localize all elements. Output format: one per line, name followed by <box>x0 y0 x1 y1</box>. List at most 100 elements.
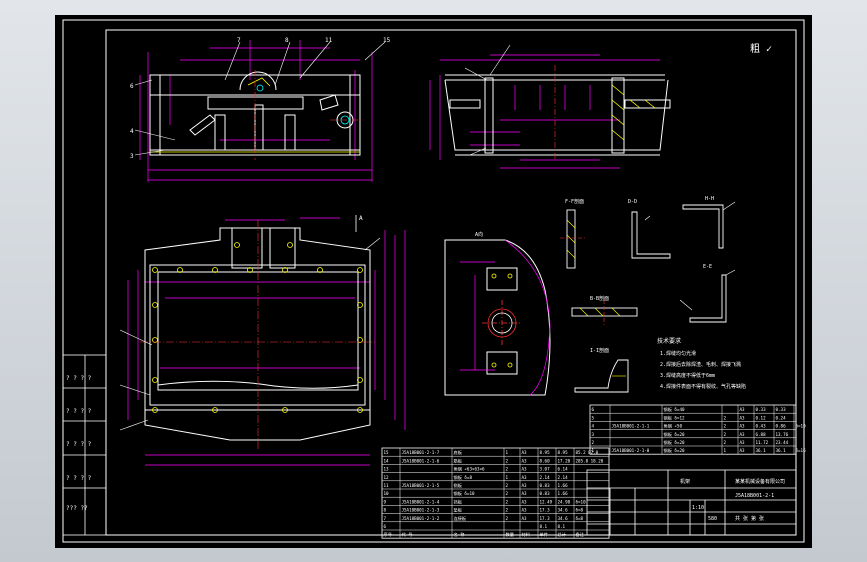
plan-view-dimensions <box>127 217 406 466</box>
table-cell: 12 <box>384 475 390 480</box>
table-cell: A3 <box>522 491 528 496</box>
table-cell: 0.33 <box>756 407 767 412</box>
table-cell: J5A18B001-2-1-2 <box>402 516 440 521</box>
section-dd: D-D <box>628 199 671 259</box>
table-cell: 14 <box>384 458 390 463</box>
title-block-text: 机架 某某机械设备有限公司 J5A18B001-2-1 1:10 共 张 第 张… <box>680 478 785 522</box>
table-cell: 底板 <box>454 449 463 456</box>
table-cell: 8 <box>384 508 387 513</box>
table-cell: J5A18B001-2-1-3 <box>402 508 440 513</box>
table-cell: 34.6 <box>558 516 569 521</box>
table-cell: 36.1 <box>756 448 767 453</box>
title-block <box>586 469 797 536</box>
table-cell: δ=8 <box>576 508 584 513</box>
table-cell: 1.66 <box>558 491 569 496</box>
table-cell: 34.6 <box>558 508 569 513</box>
table-cell: 1.66 <box>558 483 569 488</box>
table-cell: A3 <box>522 516 528 521</box>
table-cell: 备注 <box>576 531 585 538</box>
table-cell: J5A18B001-2-1-1 <box>612 424 650 429</box>
table-cell: 2.14 <box>558 475 569 480</box>
table-cell: 17.3 <box>540 516 551 521</box>
drawing-weight: 580 <box>708 516 717 522</box>
side-view-leaders <box>464 44 511 156</box>
table-cell: 侧板 <box>454 482 463 489</box>
table-cell: 36.1 <box>776 448 787 453</box>
table-cell: 连接板 <box>454 515 467 522</box>
table-cell: A3 <box>740 424 746 429</box>
section-ff: F-F剖面 <box>560 198 585 269</box>
table-cell: A3 <box>740 432 746 437</box>
section-bb: B-B剖面 <box>571 295 638 325</box>
table-cell: 钢板 δ=8 <box>454 474 473 481</box>
view-direction-a: A <box>359 215 363 222</box>
section-ii-label: I-I剖面 <box>590 347 609 354</box>
plan-view-centerlines <box>140 220 375 450</box>
table-cell: δ=10 <box>796 424 807 429</box>
table-cell: 钢板 δ=20 <box>664 439 685 446</box>
table-cell: 8.60 <box>540 458 551 463</box>
tech-notes-title: 技术要求 <box>657 337 681 345</box>
section-bb-label: B-B剖面 <box>590 295 609 302</box>
table-cell: 10 <box>384 491 390 496</box>
table-cell: 单件 <box>540 531 548 538</box>
table-cell: δ=8 <box>576 516 584 521</box>
table-border <box>381 447 610 539</box>
table-cell: 0.24 <box>776 415 787 420</box>
detail-view-holes <box>491 273 513 368</box>
table-cell: 2 <box>506 491 509 496</box>
table-cell: 0.33 <box>776 407 787 412</box>
section-ee: E-E <box>679 264 736 323</box>
left-info-labels: ? ? ? ?? ? ? ?? ? ? ?? ? ? ???? ?? <box>66 375 92 512</box>
side-view-dimensions <box>429 54 660 169</box>
company-name: 某某机械设备有限公司 <box>735 478 785 485</box>
table-cell: 2 <box>506 483 509 488</box>
left-info-label: ??? ?? <box>66 505 88 512</box>
table-cell: 3 <box>592 432 595 437</box>
table-cell: 1 <box>592 448 595 453</box>
left-info-label: ? ? ? ? <box>66 475 92 482</box>
table-cell: 2 <box>506 508 509 513</box>
table-cell: 0.83 <box>540 491 551 496</box>
detail-view-body <box>444 239 551 396</box>
table-cell: 2 <box>506 499 509 504</box>
table-cell: A3 <box>740 407 746 412</box>
front-view-centerlines <box>254 70 362 160</box>
table-cell: 0.43 <box>756 424 767 429</box>
svg-text:7: 7 <box>237 37 241 44</box>
table-cell: 1 <box>506 475 509 480</box>
table-cell: 0.12 <box>756 415 767 420</box>
drawing-scale: 1:10 <box>692 505 704 511</box>
table-cell: 17.3 <box>540 508 551 513</box>
left-info-label: ? ? ? ? <box>66 375 92 382</box>
plan-view-holes <box>152 242 363 413</box>
table-cell: 285.0 18.20 <box>576 458 604 463</box>
svg-text:11: 11 <box>325 37 333 44</box>
table-cell: J5A18B001-2-1-5 <box>402 483 440 488</box>
table-cell: 2.14 <box>540 475 551 480</box>
table-cell: A3 <box>740 448 746 453</box>
table-cell: 23.44 <box>776 440 789 445</box>
table-cell: 5 <box>592 415 595 420</box>
table-cell: 钢板 δ=12 <box>664 414 685 421</box>
table-cell: J5A18B001-2-1-7 <box>402 450 440 455</box>
drawing-number: J5A18B001-2-1 <box>735 493 774 499</box>
detail-view-dimensions <box>460 239 551 396</box>
table-cell: 8.95 <box>540 450 551 455</box>
table-cell: 12.49 <box>540 499 553 504</box>
table-cell: 2 <box>724 432 727 437</box>
table-cell: 6 <box>592 407 595 412</box>
table-cell: 角钢 ∠50 <box>664 423 683 430</box>
section-ii: I-I剖面 <box>574 347 629 393</box>
table-cell: δ=10 <box>576 499 587 504</box>
left-info-strip <box>62 354 107 536</box>
table-cell: 2 <box>724 440 727 445</box>
tech-note-2: 2.焊接后去除焊渣、毛刺、焊接飞溅 <box>660 361 741 368</box>
table-cell: 11 <box>384 483 390 488</box>
svg-text:15: 15 <box>383 37 391 44</box>
plan-view: A <box>119 215 406 466</box>
